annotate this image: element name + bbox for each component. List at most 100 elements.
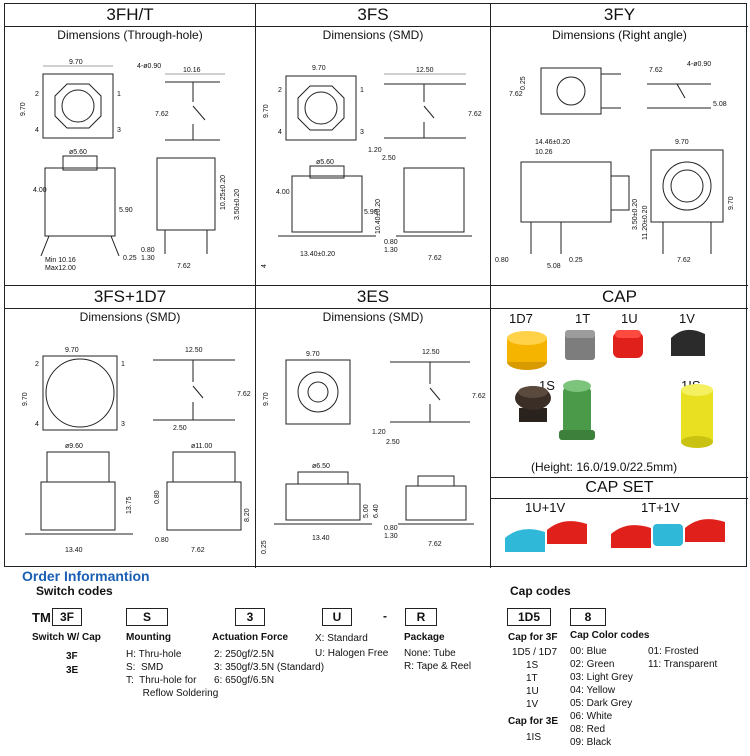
code-box-cap: 1D5 bbox=[507, 608, 551, 626]
svg-text:ø6.50: ø6.50 bbox=[312, 463, 330, 470]
mounting-1: H: Thru-hole bbox=[126, 649, 182, 660]
svg-text:9.70: 9.70 bbox=[675, 139, 689, 146]
svg-text:4.00: 4.00 bbox=[276, 189, 290, 196]
svg-text:1.30: 1.30 bbox=[384, 247, 398, 254]
svg-text:7.62: 7.62 bbox=[509, 91, 523, 98]
svg-text:7.62: 7.62 bbox=[428, 255, 442, 262]
color-05: 05: Dark Grey bbox=[570, 698, 633, 709]
cap-codes-heading: Cap codes bbox=[510, 584, 571, 598]
cap-1s-image bbox=[519, 408, 547, 422]
svg-text:1: 1 bbox=[360, 87, 364, 94]
code-box-package: R bbox=[405, 608, 437, 626]
force-1: 2: 250gf/2.5N bbox=[214, 649, 275, 660]
drawing-3fht: 9.70 9.70 2 1 3 4 10.16 4-ø0.90 7.62 ø5.… bbox=[20, 59, 241, 272]
svg-text:2: 2 bbox=[278, 87, 282, 94]
order-info-title: Order Informantion bbox=[22, 568, 150, 584]
cap-1t-image bbox=[565, 332, 595, 360]
svg-text:9.70: 9.70 bbox=[22, 392, 29, 406]
color-03: 03: Light Grey bbox=[570, 672, 633, 683]
dimension-grid: 3FH/T Dimensions (Through-hole) 9.70 9.7… bbox=[4, 3, 748, 568]
x-2: U: Halogen Free bbox=[315, 648, 389, 659]
svg-text:2.50: 2.50 bbox=[386, 439, 400, 446]
svg-text:13.40±0.20: 13.40±0.20 bbox=[300, 251, 335, 258]
mounting-4: Reflow Soldering bbox=[126, 688, 219, 699]
cap-label-1d7: 1D7 bbox=[509, 311, 533, 326]
svg-text:1.20: 1.20 bbox=[372, 429, 386, 436]
panel-3fy: 3FY Dimensions (Right angle) 7.62 0.25 7… bbox=[491, 4, 748, 286]
svg-text:5.08: 5.08 bbox=[547, 263, 561, 270]
header-color-codes: Cap Color codes bbox=[570, 630, 650, 641]
svg-text:1: 1 bbox=[117, 91, 121, 98]
svg-text:7.62: 7.62 bbox=[468, 111, 482, 118]
svg-text:1: 1 bbox=[121, 361, 125, 368]
svg-text:7.62: 7.62 bbox=[677, 257, 691, 264]
svg-text:9.70: 9.70 bbox=[312, 65, 326, 72]
header-switch-cap: Switch W/ Cap bbox=[32, 632, 101, 643]
svg-text:7.62: 7.62 bbox=[177, 263, 191, 270]
svg-text:14.46±0.20: 14.46±0.20 bbox=[535, 139, 570, 146]
panel-title: 3FS bbox=[256, 4, 490, 27]
panel-cap: CAP 1D7 1T 1U 1V 1S 1IS bbox=[491, 286, 748, 568]
svg-text:ø11.00: ø11.00 bbox=[191, 443, 212, 450]
svg-text:10.40±0.20: 10.40±0.20 bbox=[375, 199, 382, 234]
force-2: 3: 350gf/3.5N (Standard) bbox=[214, 662, 325, 673]
svg-text:0.80: 0.80 bbox=[384, 239, 398, 246]
panel-subtitle: Dimensions (SMD) bbox=[79, 310, 181, 324]
color-09: 09: Black bbox=[570, 737, 612, 748]
svg-text:13.75: 13.75 bbox=[126, 496, 133, 514]
panel-title: 3FY bbox=[491, 4, 748, 27]
order-prefix: TM bbox=[32, 610, 51, 625]
svg-text:0.80: 0.80 bbox=[155, 537, 169, 544]
color-01: 01: Frosted bbox=[648, 646, 699, 657]
cap-1v-image bbox=[671, 329, 705, 356]
cap3f-5: 1V bbox=[526, 699, 539, 710]
svg-text:0.25: 0.25 bbox=[123, 255, 137, 262]
header-mounting: Mounting bbox=[126, 632, 171, 643]
cap-label-1v: 1V bbox=[679, 311, 695, 326]
cap-1u-image bbox=[613, 332, 643, 358]
switch-cap-1: 3F bbox=[66, 651, 78, 662]
code-box-force: 3 bbox=[235, 608, 265, 626]
x-1: X: Standard bbox=[315, 633, 368, 644]
svg-text:9.70: 9.70 bbox=[728, 196, 735, 210]
svg-text:12.50: 12.50 bbox=[185, 347, 203, 354]
code-box-mounting: S bbox=[126, 608, 168, 626]
svg-text:3: 3 bbox=[117, 127, 121, 134]
svg-text:10.26: 10.26 bbox=[535, 149, 553, 156]
cap3f-2: 1S bbox=[526, 660, 539, 671]
svg-text:0.25: 0.25 bbox=[520, 76, 527, 90]
svg-text:0.80: 0.80 bbox=[154, 490, 161, 504]
svg-text:12.50: 12.50 bbox=[416, 67, 434, 74]
svg-text:9.70: 9.70 bbox=[263, 104, 270, 118]
svg-text:Min 10.16: Min 10.16 bbox=[45, 257, 76, 264]
cap-set-images bbox=[505, 519, 725, 552]
cap-green-image bbox=[563, 386, 591, 436]
color-00: 00: Blue bbox=[570, 646, 607, 657]
svg-text:2.50: 2.50 bbox=[382, 155, 396, 162]
svg-text:ø5.60: ø5.60 bbox=[316, 159, 334, 166]
cap-1is-image bbox=[681, 390, 713, 442]
svg-text:0.80: 0.80 bbox=[141, 247, 155, 254]
svg-text:1.20: 1.20 bbox=[368, 147, 382, 154]
drawing-3fy: 7.62 0.25 7.62 4-ø0.90 5.08 14.46±0.20 1… bbox=[495, 61, 735, 270]
panel-3fht: 3FH/T Dimensions (Through-hole) 9.70 9.7… bbox=[5, 4, 256, 286]
svg-text:10.16: 10.16 bbox=[183, 67, 201, 74]
svg-text:9.70: 9.70 bbox=[263, 392, 270, 406]
svg-text:7.62: 7.62 bbox=[237, 391, 251, 398]
svg-text:5.08: 5.08 bbox=[713, 101, 727, 108]
svg-text:7.62: 7.62 bbox=[428, 541, 442, 548]
panel-3fs: 3FS Dimensions (SMD) 9.70 9.70 1 2 3 4 1… bbox=[256, 4, 491, 286]
code-box-series: 3F bbox=[52, 608, 82, 626]
cap3f-4: 1U bbox=[526, 686, 539, 697]
header-force: Actuation Force bbox=[212, 632, 289, 643]
color-02: 02: Green bbox=[570, 659, 615, 670]
svg-text:13.40: 13.40 bbox=[312, 535, 330, 542]
svg-text:4: 4 bbox=[261, 264, 268, 268]
switch-cap-2: 3E bbox=[66, 665, 79, 676]
color-11: 11: Transparent bbox=[648, 659, 718, 670]
svg-text:Max12.00: Max12.00 bbox=[45, 265, 76, 272]
header-cap-3e: Cap for 3E bbox=[508, 716, 559, 727]
svg-text:3: 3 bbox=[121, 421, 125, 428]
svg-text:4-ø0.90: 4-ø0.90 bbox=[137, 63, 161, 70]
